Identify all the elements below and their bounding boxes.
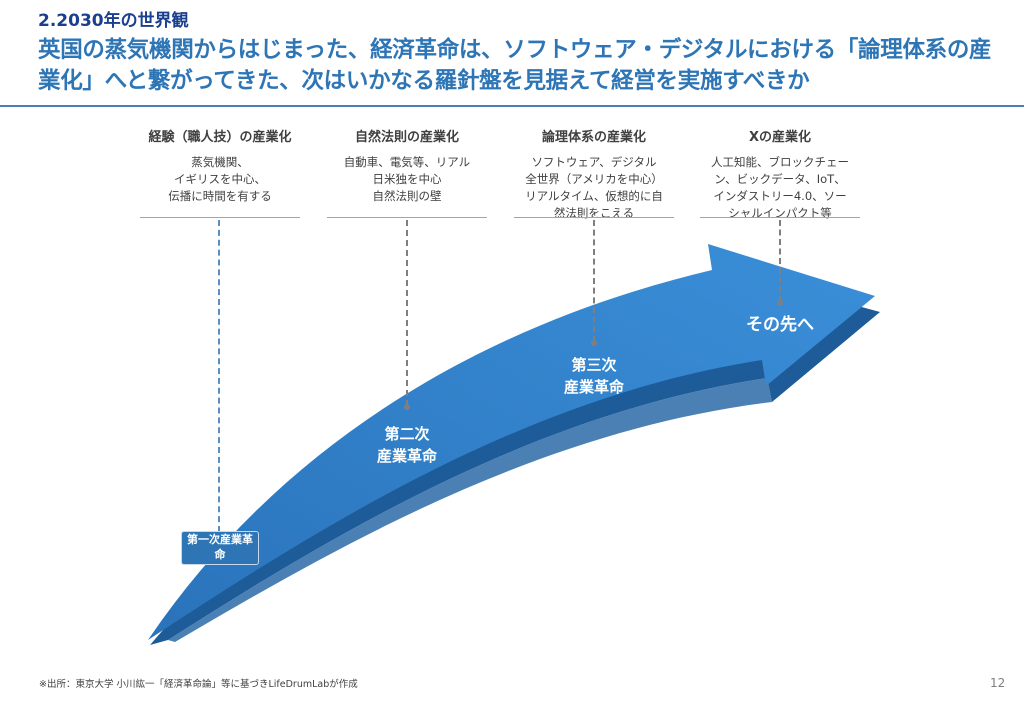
column-heading: 論理体系の産業化 (541, 130, 646, 145)
connector-line-4 (779, 220, 781, 302)
connector-dot-3 (591, 340, 597, 346)
column-x: Xの産業化 人工知能、ブロックチェー ン、ビックデータ、IoT、 インダストリー… (700, 130, 860, 222)
column-text: 自然法則の壁 (372, 189, 442, 203)
column-craft: 経験（職人技）の産業化 蒸気機関、 イギリスを中心、 伝播に時間を有する (140, 130, 300, 205)
column-text: 伝播に時間を有する (168, 189, 272, 203)
column-text: リアルタイム、仮想的に自 (525, 189, 663, 203)
column-text: イギリスを中心、 (174, 172, 266, 186)
column-text: 人工知能、ブロックチェー (711, 155, 849, 169)
stage-second-revolution: 第二次 産業革命 (355, 423, 459, 467)
column-natural-law: 自然法則の産業化 自動車、電気等、リアル 日米独を中心 自然法則の壁 (327, 130, 487, 205)
stage-label: 第一次産業革命 (187, 533, 253, 561)
connector-line-3 (593, 220, 595, 342)
column-logic-system: 論理体系の産業化 ソフトウェア、デジタル 全世界（アメリカを中心） リアルタイム… (514, 130, 674, 222)
stage-third-revolution: 第三次 産業革命 (542, 354, 646, 398)
stage-label: その先へ (746, 315, 814, 335)
arrow-depth-lines (168, 378, 772, 642)
column-heading: 経験（職人技）の産業化 (148, 130, 292, 145)
stage-label: 第三次 (571, 356, 617, 374)
section-subtitle: 2.2030年の世界観 (38, 11, 189, 31)
column-text: インダストリー4.0、ソー (713, 189, 847, 203)
page-number: 12 (990, 676, 1006, 690)
stage-label: 産業革命 (563, 378, 624, 396)
column-underline (514, 217, 674, 218)
source-footnote: ※出所：東京大学 小川紘一「経済革命論」等に基づきLifeDrumLabが作成 (39, 679, 358, 690)
column-text: 然法則をこえる (553, 206, 635, 220)
connector-dot-2 (404, 404, 410, 410)
column-text: 全世界（アメリカを中心） (525, 172, 663, 186)
column-underline (327, 217, 487, 218)
page-title: 英国の蒸気機関からはじまった、経済革命は、ソフトウェア・デジタルにおける「論理体… (38, 37, 992, 94)
stage-first-revolution: 第一次産業革命 (181, 531, 259, 565)
stage-label: 第二次 (384, 425, 430, 443)
column-underline (700, 217, 860, 218)
column-text: 自動車、電気等、リアル (343, 155, 471, 169)
column-heading: 自然法則の産業化 (354, 130, 459, 145)
column-underline (140, 217, 300, 218)
column-text: 蒸気機関、 (191, 155, 249, 169)
column-text: ン、ビックデータ、IoT、 (714, 172, 846, 186)
connector-line-2 (406, 220, 408, 406)
column-text: ソフトウェア、デジタル (531, 155, 657, 169)
title-divider (0, 105, 1024, 107)
stage-label: 産業革命 (376, 447, 437, 465)
connector-line-1 (218, 220, 220, 532)
arrow-body (148, 244, 875, 640)
connector-dot-4 (777, 300, 783, 306)
column-text: シャルインパクト等 (728, 206, 832, 220)
stage-beyond: その先へ (725, 314, 835, 336)
column-heading: Xの産業化 (748, 130, 812, 145)
column-text: 日米独を中心 (372, 172, 442, 186)
